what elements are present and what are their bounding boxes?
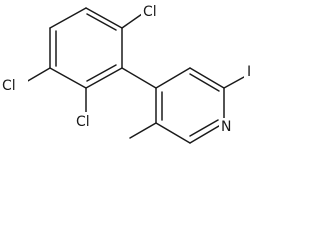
atom-label-cl-left: Cl: [2, 78, 16, 94]
atom-label-iodine: I: [247, 64, 251, 80]
pyridine-ring-bonds: [155, 67, 225, 144]
phenyl-ring-bonds: [49, 7, 123, 89]
chemical-structure: Cl Cl Cl I N: [0, 2, 258, 144]
atom-label-nitrogen: N: [221, 119, 231, 135]
atom-labels: Cl Cl Cl I N: [0, 2, 258, 136]
phenyl-substituent-bonds: [25, 13, 157, 113]
atom-label-cl-bottom: Cl: [76, 114, 90, 130]
pyridine-substituent-bonds: [129, 76, 245, 139]
atom-label-cl-top: Cl: [143, 4, 157, 20]
